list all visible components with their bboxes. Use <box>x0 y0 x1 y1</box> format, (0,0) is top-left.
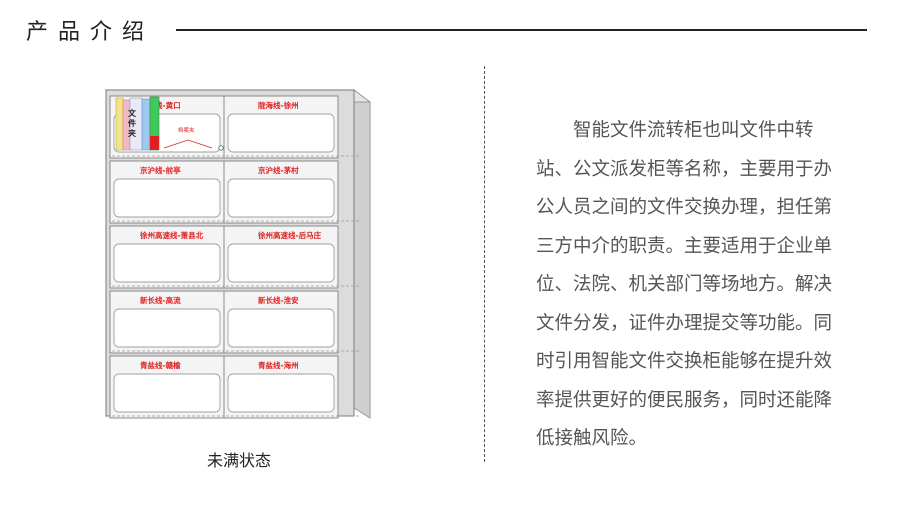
compartment-window <box>113 373 221 413</box>
compartment-label: 徐州高速线-后马庄 <box>257 230 322 240</box>
compartment-label: 徐州高速线-萧县北 <box>139 230 204 240</box>
compartment-window <box>113 243 221 283</box>
compartment-window <box>113 308 221 348</box>
compartment-label: 陇海线-徐州 <box>258 100 299 110</box>
compartment: 青盐线-赣榆 <box>109 355 230 419</box>
tray-label: 档案夹 <box>178 126 195 134</box>
folder-label-3: 夹 <box>128 128 136 138</box>
compartment: 青盐线-海州 <box>223 355 360 419</box>
compartment: 京沪线-茅村 <box>223 160 360 224</box>
figure-caption: 未满状态 <box>206 451 271 470</box>
compartment-window <box>227 243 335 283</box>
compartment: 京沪线-前亭 <box>109 160 230 224</box>
compartment-window <box>227 113 335 153</box>
compartment-window <box>227 373 335 413</box>
folder-red-tab <box>150 136 159 150</box>
compartment-label: 青盐线-海州 <box>258 360 299 370</box>
compartment: 徐州高速线-后马庄 <box>223 225 360 289</box>
compartment-window <box>227 308 335 348</box>
compartment: 新长线-高流 <box>109 290 230 354</box>
page-title: 产品介绍 <box>26 20 155 45</box>
title-divider <box>176 29 867 31</box>
door-knob <box>218 145 224 151</box>
compartment-label: 京沪线-茅村 <box>258 165 299 175</box>
compartment-label: 新长线-淮安 <box>258 295 299 305</box>
compartment-label: 青盐线-赣榆 <box>140 360 181 370</box>
compartment-window <box>113 178 221 218</box>
compartment: 陇海线-徐州 <box>223 95 360 159</box>
folder-yellow <box>115 97 124 151</box>
tray-line <box>163 139 213 149</box>
description-text: 智能文件流转柜也叫文件中转站、公文派发柜等名称，主要用于办公人员之间的文件交换办… <box>536 120 833 449</box>
compartment: 新长线-淮安 <box>223 290 360 354</box>
vertical-divider <box>484 66 485 462</box>
cabinet-illustration: 陇海线-黄口 陇海线-徐州京沪线-前亭 京沪线-茅村徐州高速线-萧县北 徐州高速线-后… <box>104 80 374 424</box>
compartment-window <box>227 178 335 218</box>
compartment-label: 陇海线-黄口 <box>140 100 181 110</box>
folder-label-1: 文 <box>128 108 137 118</box>
compartment-label: 新长线-高流 <box>140 295 181 305</box>
cabinet-side-panel <box>353 89 371 419</box>
compartment: 徐州高速线-萧县北 <box>109 225 230 289</box>
folders-group: 文 件 夹 档案夹 <box>115 96 213 151</box>
folder-label-2: 件 <box>128 118 136 128</box>
folder-blue <box>141 98 151 151</box>
compartment-label: 京沪线-前亭 <box>140 165 181 175</box>
